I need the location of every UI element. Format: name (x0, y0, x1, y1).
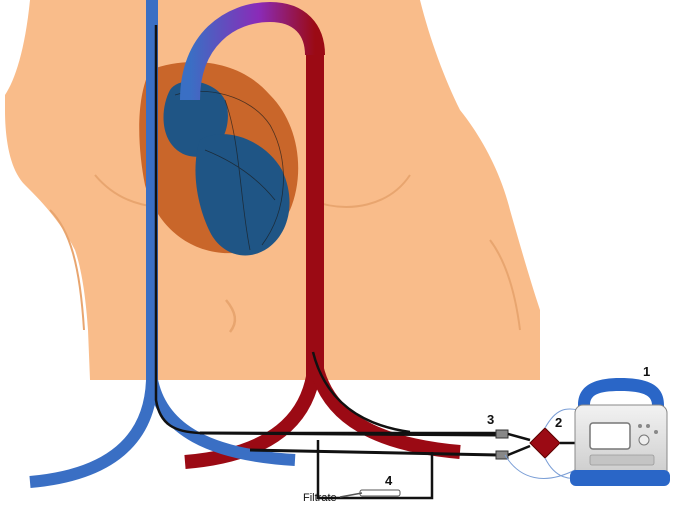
machine-button-1 (638, 424, 642, 428)
venous-left-branch (29, 379, 158, 488)
label-filtrate: Filtrate (303, 492, 337, 504)
arterial-right-branch (308, 358, 461, 459)
venous-cannula (154, 25, 500, 435)
right-arm-line (489, 239, 521, 331)
machine-wire-left (504, 454, 576, 479)
machine-handle (578, 378, 664, 415)
venous-right-branch (146, 378, 296, 466)
heart-outline (174, 90, 284, 251)
label-2: 2 (555, 415, 562, 430)
heart-right-ventricle (195, 134, 290, 256)
arterial-cannula (311, 351, 411, 434)
aortic-arch (180, 1, 325, 101)
label-3: 3 (487, 412, 494, 427)
machine-knob (638, 434, 650, 446)
filter-circuit (316, 440, 434, 500)
machine-base (570, 470, 670, 486)
label-4: 4 (385, 473, 393, 488)
oxy-line-in (507, 432, 531, 442)
connector-top (495, 429, 509, 439)
machine-button-2 (646, 424, 650, 428)
label-1: 1 (643, 364, 650, 379)
oxy-line-out (507, 444, 531, 457)
navel (225, 299, 237, 333)
filtrate-line (339, 492, 363, 498)
drainage-line (199, 431, 499, 437)
ecmo-machine (570, 378, 670, 486)
machine-vent (589, 454, 655, 466)
machine-button-3 (654, 430, 658, 434)
filter-device (359, 489, 401, 497)
arterial-left-branch (184, 359, 322, 469)
left-arm-line (49, 209, 85, 331)
return-line (249, 448, 499, 457)
oxygenator (529, 427, 561, 459)
machine-screen (589, 422, 631, 450)
